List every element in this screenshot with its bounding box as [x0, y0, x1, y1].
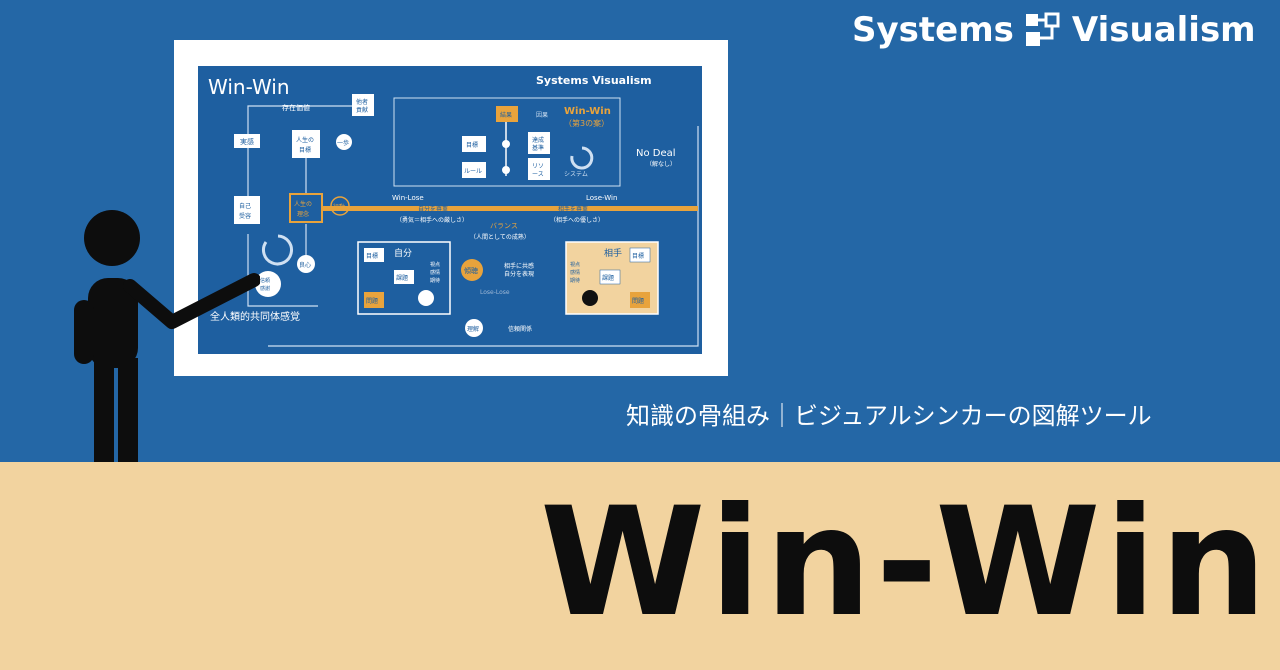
diagram-brand: Systems Visualism: [536, 74, 652, 87]
label-respect-self: 自分を尊重: [418, 205, 448, 213]
svg-text:感情: 感情: [430, 269, 440, 276]
label-one-step: 一歩: [337, 139, 349, 147]
svg-text:理念: 理念: [297, 210, 309, 218]
svg-text:貢献: 貢献: [356, 106, 368, 114]
label-practice: 実感: [240, 137, 254, 146]
label-result: 結果: [500, 111, 512, 119]
label-lose-lose: Lose-Lose: [480, 289, 510, 296]
subtitle: 知識の骨組み｜ビジュアルシンカーの図解ツール: [626, 402, 1152, 430]
footer-area: [0, 462, 1280, 670]
svg-text:自己: 自己: [239, 202, 251, 210]
svg-text:人生の: 人生の: [296, 136, 314, 144]
brand-logo: Systems Visualism: [852, 6, 1256, 54]
label-balance: バランス: [490, 222, 518, 230]
svg-text:基準: 基準: [532, 144, 544, 152]
svg-text:自分を表現: 自分を表現: [504, 270, 534, 278]
label-conscience: 良心: [299, 261, 311, 269]
label-no-deal-sub: （解なし）: [646, 160, 676, 168]
svg-text:相手に共感: 相手に共感: [504, 262, 534, 270]
label-self: 自分: [394, 247, 412, 259]
label-win-lose: Win-Lose: [392, 194, 424, 202]
label-other: 相手: [604, 247, 622, 259]
svg-text:目標: 目標: [366, 252, 378, 260]
svg-text:課題: 課題: [602, 274, 614, 282]
presenter-silhouette-icon: [74, 210, 260, 462]
svg-text:視点: 視点: [570, 261, 580, 268]
svg-text:感情: 感情: [570, 269, 580, 276]
svg-text:視点: 視点: [430, 261, 440, 268]
label-win-win: Win-Win: [564, 106, 611, 117]
svg-text:課題: 課題: [396, 274, 408, 282]
label-respect-other-sub: （相手への優しさ）: [550, 216, 604, 224]
label-no-deal: No Deal: [636, 148, 676, 159]
diagram-title: Win-Win: [208, 75, 290, 99]
brand-name-part2: Visualism: [1071, 10, 1256, 50]
svg-text:期待: 期待: [570, 277, 580, 284]
brand-name-part1: Systems: [852, 10, 1014, 50]
label-balance-sub: （人間としての成熟）: [470, 233, 530, 241]
label-community: 全人類的共同体感覚: [210, 310, 300, 323]
svg-text:リソ: リソ: [532, 163, 544, 170]
label-listening: 傾聴: [464, 266, 478, 275]
svg-text:人生の: 人生の: [294, 200, 312, 208]
svg-text:受容: 受容: [239, 212, 251, 220]
svg-text:目標: 目標: [299, 146, 311, 154]
label-goal: 目標: [466, 141, 478, 149]
label-system: システム: [564, 171, 588, 178]
svg-text:他者: 他者: [356, 98, 368, 106]
label-trust-relation: 信頼関係: [508, 325, 532, 333]
label-existence-value: 存在価値: [282, 103, 310, 112]
svg-text:達成: 達成: [532, 136, 544, 144]
svg-text:ース: ース: [532, 171, 544, 178]
svg-text:感謝: 感謝: [260, 285, 270, 292]
label-cause-effect: 因果: [536, 112, 548, 119]
svg-text:期待: 期待: [430, 277, 440, 284]
label-third-option: （第3の案）: [564, 118, 609, 128]
diagram-frame: Win-Win Systems Visualism 存在価値 他者 貢献 実感 …: [174, 40, 728, 376]
svg-text:目標: 目標: [632, 252, 644, 260]
label-lose-win: Lose-Win: [586, 194, 617, 202]
win-win-diagram: Win-Win Systems Visualism 存在価値 他者 貢献 実感 …: [198, 66, 702, 354]
svg-text:問題: 問題: [632, 298, 644, 305]
brand-mark-icon: [1025, 12, 1060, 46]
label-respect-self-sub: （勇気＝相手への厳しさ）: [396, 216, 468, 224]
label-understanding: 理解: [467, 325, 479, 333]
svg-text:信頼: 信頼: [260, 277, 270, 284]
svg-text:問題: 問題: [366, 298, 378, 305]
label-respect-other: 相手を尊重: [558, 205, 588, 213]
label-rule: ルール: [464, 168, 482, 175]
main-title: Win-Win: [540, 476, 1271, 650]
